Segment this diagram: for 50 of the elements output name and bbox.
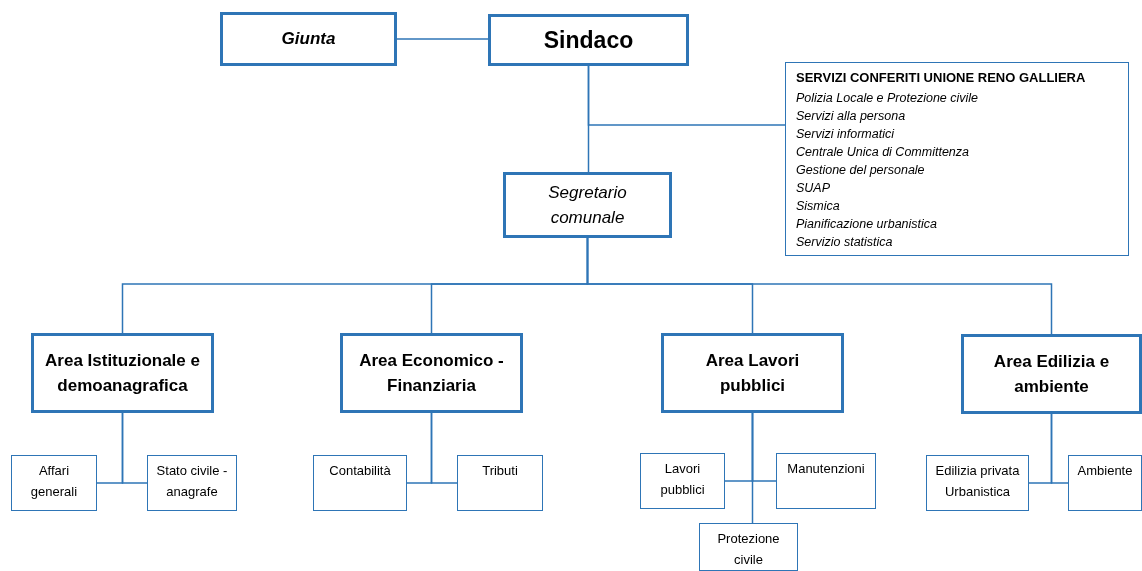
list-heading: SERVIZI CONFERITI UNIONE RENO GALLIERA: [796, 69, 1086, 87]
connector-line: [1050, 413, 1069, 484]
services-list-box: [785, 62, 1129, 256]
box-label: Sindaco: [543, 26, 634, 54]
connector-line: [430, 412, 458, 484]
box-label: Protezione civile: [716, 530, 781, 569]
box-label: Lavori pubblici: [659, 460, 706, 499]
connector-line: [587, 65, 786, 126]
governing-body-box: [220, 12, 397, 66]
box-label: Ambiente: [1077, 462, 1133, 480]
department-box: [961, 334, 1142, 414]
box-label: Area Istituzionale e demoanagrafica: [44, 350, 201, 397]
mayor-box: [488, 14, 689, 66]
office-box: [776, 453, 876, 509]
list-item: Polizia Locale e Protezione civile: [796, 90, 979, 107]
office-box: [1068, 455, 1142, 511]
box-label: Edilizia privata Urbanistica: [934, 462, 1021, 501]
office-box: [926, 455, 1029, 511]
office-box: [457, 455, 543, 511]
department-box: [340, 333, 523, 413]
box-label: Area Edilizia e ambiente: [992, 351, 1111, 398]
list-item: Pianificazione urbanistica: [796, 216, 938, 233]
connector-line: [121, 412, 148, 484]
connector-line: [751, 412, 754, 524]
list-item: Servizi informatici: [796, 126, 894, 143]
office-box: [313, 455, 407, 511]
box-label: Manutenzioni: [787, 460, 865, 478]
box-label: Contabilità: [329, 462, 391, 480]
office-box: [640, 453, 725, 509]
list-item: Gestione del personale: [796, 162, 925, 179]
office-box: [699, 523, 798, 571]
connector-line: [586, 237, 1053, 335]
department-box: [661, 333, 844, 413]
connector-line: [396, 38, 489, 40]
office-box: [11, 455, 97, 511]
list-item: Servizi alla persona: [796, 108, 906, 125]
list-item: Sismica: [796, 198, 840, 215]
list-item: SUAP: [796, 180, 831, 197]
list-item: Servizio statistica: [796, 234, 893, 251]
box-label: Tributi: [482, 462, 518, 480]
box-label: Stato civile - anagrafe: [155, 462, 229, 501]
box-label: Area Economico - Finanziaria: [358, 350, 505, 397]
box-label: Giunta: [281, 29, 336, 49]
department-box: [31, 333, 214, 413]
secretary-box: [503, 172, 672, 238]
box-label: Area Lavori pubblici: [704, 350, 801, 397]
office-box: [147, 455, 237, 511]
list-item: Centrale Unica di Committenza: [796, 144, 969, 161]
box-label: Affari generali: [29, 462, 79, 501]
box-label: Segretario comunale: [547, 182, 628, 229]
